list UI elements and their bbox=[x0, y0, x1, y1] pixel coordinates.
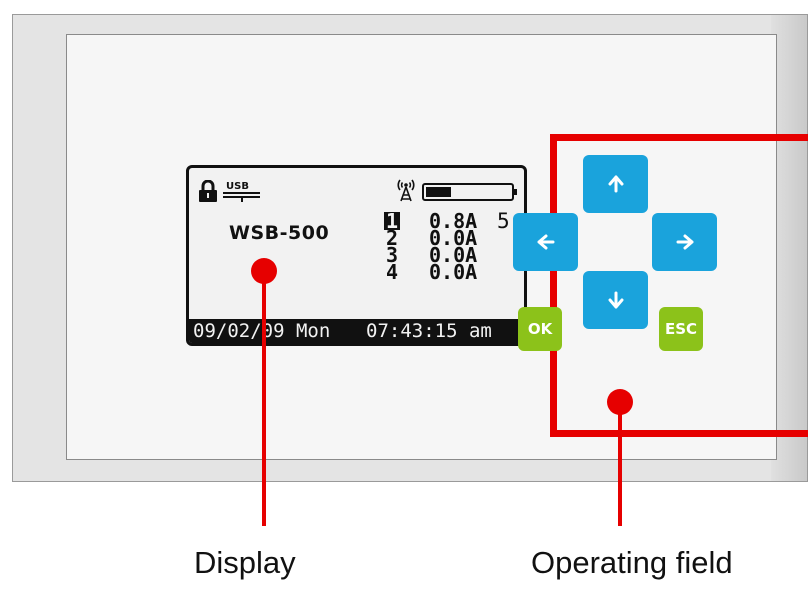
operating-field-highlight bbox=[550, 134, 808, 437]
arrow-left-icon bbox=[537, 234, 554, 250]
lcd-display: USB WSB-500 1 0.8A 5 2 bbox=[186, 165, 527, 346]
display-caption: Display bbox=[194, 545, 296, 580]
battery-fill bbox=[426, 187, 451, 197]
operating-field-pointer-line bbox=[618, 406, 622, 526]
housing-edge bbox=[771, 15, 807, 481]
right-arrow-key[interactable] bbox=[652, 213, 717, 271]
battery-indicator bbox=[422, 182, 518, 202]
channel-number: 3 bbox=[385, 243, 399, 267]
status-bar: 09/02/09 Mon 07:43:15 am bbox=[189, 319, 524, 343]
arrow-up-icon bbox=[608, 175, 623, 193]
operating-field-pointer-dot bbox=[607, 389, 633, 415]
left-arrow-key[interactable] bbox=[513, 213, 578, 271]
arrow-down-icon bbox=[608, 291, 623, 309]
channel-extra-value: 5 bbox=[497, 209, 510, 233]
channel-number: 1 bbox=[384, 209, 400, 233]
lock-icon bbox=[199, 180, 217, 202]
antenna-icon bbox=[397, 179, 415, 202]
device-model: WSB-500 bbox=[229, 222, 330, 244]
arrow-right-icon bbox=[676, 234, 693, 250]
channel-current: 0.0A bbox=[429, 260, 478, 284]
down-arrow-key[interactable] bbox=[583, 271, 648, 329]
esc-button[interactable]: ESC bbox=[659, 307, 703, 351]
channel-number: 4 bbox=[385, 260, 399, 284]
status-date: 09/02/09 Mon bbox=[193, 320, 331, 342]
ok-button[interactable]: OK bbox=[518, 307, 562, 351]
channel-current: 0.0A bbox=[429, 226, 478, 250]
display-pointer-line bbox=[262, 272, 266, 526]
status-time: 07:43:15 am bbox=[366, 320, 492, 342]
channel-number: 2 bbox=[385, 226, 399, 250]
usb-icon: USB bbox=[223, 181, 260, 202]
svg-text:USB: USB bbox=[226, 181, 249, 192]
operating-field-caption: Operating field bbox=[531, 545, 733, 580]
front-panel: USB WSB-500 1 0.8A 5 2 bbox=[66, 34, 808, 460]
channel-current: 0.8A bbox=[429, 209, 478, 233]
up-arrow-key[interactable] bbox=[583, 155, 648, 213]
channel-current: 0.0A bbox=[429, 243, 478, 267]
display-pointer-dot bbox=[251, 258, 277, 284]
